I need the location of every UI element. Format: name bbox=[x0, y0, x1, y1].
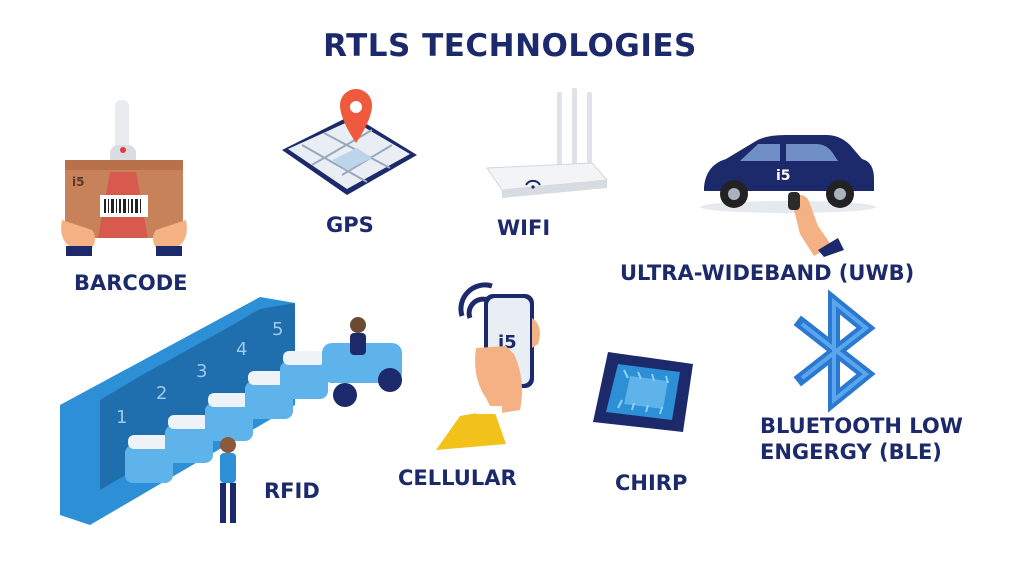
wifi-router-icon bbox=[482, 88, 612, 203]
svg-text:5: 5 bbox=[272, 319, 283, 340]
bluetooth-icon bbox=[793, 289, 884, 413]
label-ble-line-1: BLUETOOTH LOW bbox=[760, 414, 963, 438]
warehouse-carts-icon: 1 2 3 4 5 bbox=[60, 295, 415, 535]
label-rfid: RFID bbox=[264, 479, 320, 503]
label-cellular: CELLULAR bbox=[398, 466, 517, 490]
microchip-icon bbox=[588, 352, 698, 437]
car-key-fob-icon: i5 bbox=[698, 132, 878, 257]
label-chirp: CHIRP bbox=[615, 471, 688, 495]
barcode-scanner-box-icon: i5 bbox=[60, 100, 190, 265]
label-uwb: ULTRA-WIDEBAND (UWB) bbox=[620, 261, 915, 285]
label-gps: GPS bbox=[326, 213, 374, 237]
mobile-phone-icon: i5 bbox=[436, 268, 546, 453]
svg-text:i5: i5 bbox=[776, 168, 791, 184]
gps-map-pin-icon bbox=[272, 89, 422, 200]
label-barcode: BARCODE bbox=[74, 271, 188, 295]
svg-text:3: 3 bbox=[196, 361, 207, 382]
svg-text:2: 2 bbox=[156, 383, 167, 404]
svg-text:4: 4 bbox=[236, 339, 247, 360]
label-ble-line-2: ENGERGY (BLE) bbox=[760, 440, 942, 465]
svg-text:1: 1 bbox=[116, 407, 127, 428]
svg-text:i5: i5 bbox=[72, 175, 84, 189]
label-wifi: WIFI bbox=[497, 216, 551, 240]
label-ble: BLUETOOTH LOW ENGERGY (BLE) bbox=[760, 413, 963, 466]
page-title: RTLS TECHNOLOGIES bbox=[323, 28, 697, 64]
